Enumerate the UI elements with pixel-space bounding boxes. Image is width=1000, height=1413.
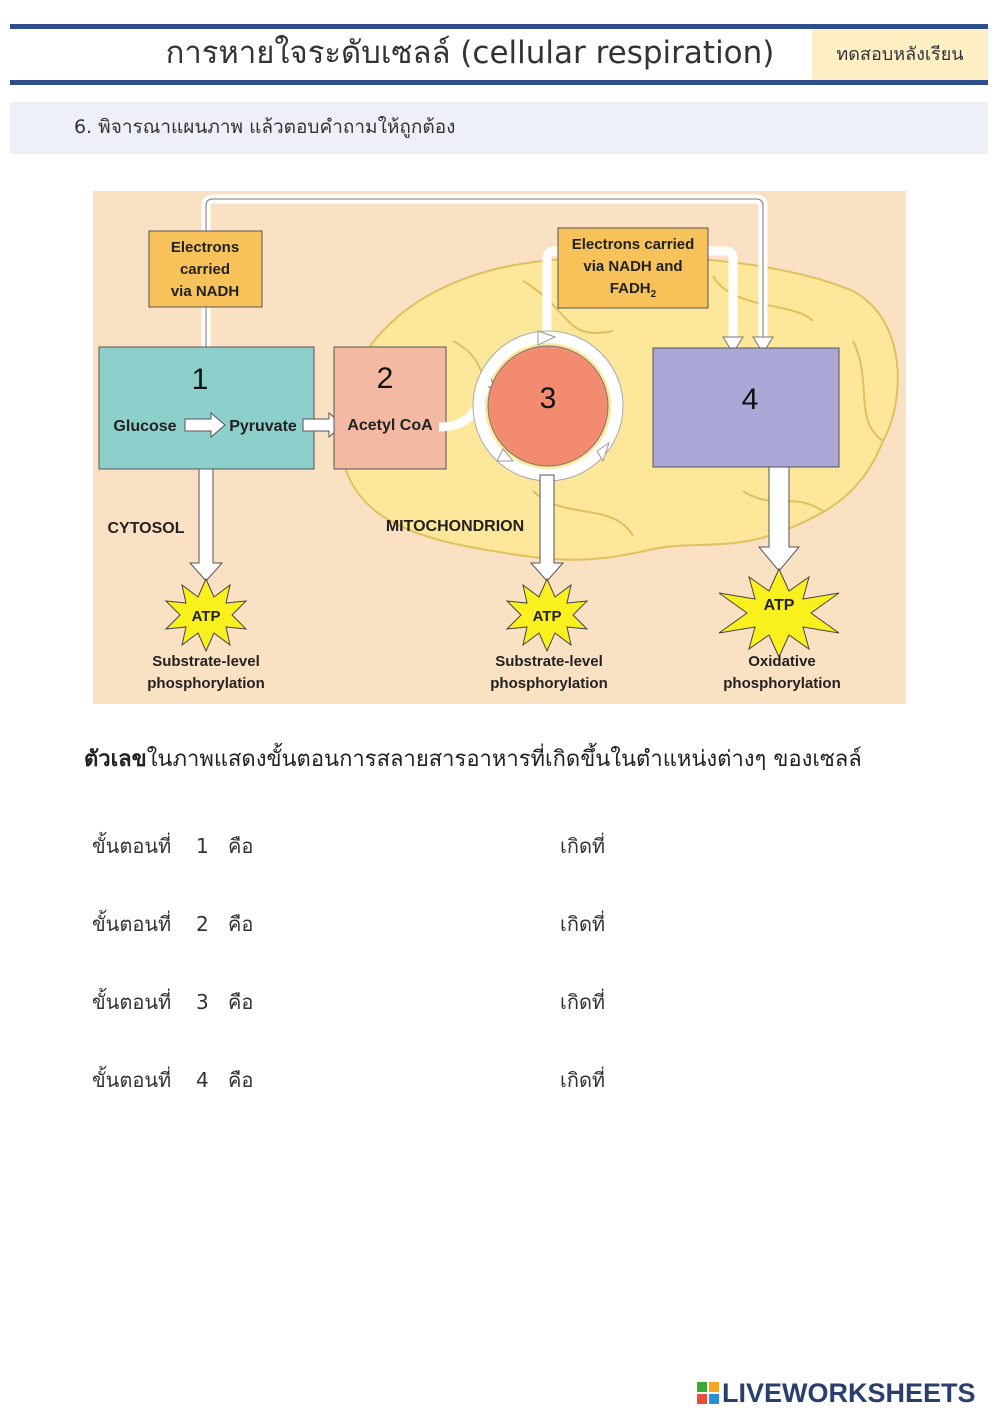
fadh-text: FADH: [610, 280, 651, 297]
status-badge: ทดสอบหลังเรียน: [812, 29, 988, 80]
glucose-label: Glucose: [113, 418, 176, 435]
step-label: ขั้นตอนที่: [92, 990, 172, 1014]
step-number: 4: [196, 1068, 209, 1092]
pyruvate-oxidation-box: [333, 346, 447, 470]
atp-label: ATP: [533, 608, 562, 625]
substrate-level-caption-2: phosphorylation: [490, 675, 608, 692]
page-title: การหายใจระดับเซลล์ (cellular respiration…: [165, 35, 775, 71]
step-location-label: เกิดที่: [560, 1068, 606, 1092]
step-number-2: 2: [377, 362, 394, 395]
electrons-nadh-label: carried: [180, 261, 230, 278]
question-text: 6. พิจารณาแผนภาพ แล้วตอบคำถามให้ถูกต้อง: [74, 116, 456, 138]
electrons-nadh-label: Electrons: [171, 239, 239, 256]
arrowhead: [722, 336, 744, 354]
substrate-level-caption-2: Substrate-level: [495, 653, 603, 670]
logo-text: LIVEWORKSHEETS: [722, 1377, 976, 1408]
step-number-3: 3: [540, 382, 557, 415]
electrons-nadh-fadh-box: [557, 227, 709, 309]
step-number: 3: [196, 990, 209, 1014]
substrate-level-caption-1: Substrate-level: [152, 653, 260, 670]
atp-label: ATP: [764, 597, 795, 614]
atp-output-arrow: [529, 474, 565, 582]
step-number-1: 1: [192, 363, 209, 396]
electrons-nadh-fadh-label: FADH2: [610, 280, 657, 300]
step-number: 1: [196, 834, 209, 858]
atp-star-3: ATP: [718, 567, 840, 659]
description-bold: ตัวเลข: [84, 747, 147, 772]
electrons-nadh-label: via NADH: [171, 283, 239, 300]
step-label: ขั้นตอนที่: [92, 1068, 172, 1092]
oxidative-caption: phosphorylation: [723, 675, 841, 692]
glycolysis-box: [98, 346, 315, 470]
header-top-rule: [10, 24, 988, 29]
cristae-line: [522, 280, 614, 334]
step-location-label: เกิดที่: [560, 834, 606, 858]
question-bar: [10, 102, 988, 154]
step-is-label: คือ: [228, 1068, 254, 1092]
electrons-nadh-fadh-label: Electrons carried: [572, 236, 695, 253]
step-is-label: คือ: [228, 834, 254, 858]
mitochondrion-label: MITOCHONDRION: [386, 518, 524, 535]
logo-icon: [697, 1382, 719, 1404]
liveworksheets-logo[interactable]: LIVEWORKSHEETS: [697, 1377, 976, 1409]
description-rest: ในภาพแสดงขั้นตอนการสลายสารอาหารที่เกิดขึ…: [146, 747, 862, 772]
pyruvate-label: Pyruvate: [229, 418, 297, 435]
electron-transport-box: [652, 347, 840, 468]
atp-star-2: ATP: [505, 577, 589, 653]
step-is-label: คือ: [228, 912, 254, 936]
cristae-line: [852, 340, 884, 442]
cellular-respiration-diagram: Electrons carried via NADH Electrons car…: [93, 191, 906, 704]
electron-transfer-arrow: [205, 198, 764, 351]
atp-output-arrow: [188, 468, 224, 582]
fadh-subscript: 2: [651, 289, 657, 300]
substrate-level-caption-1: phosphorylation: [147, 675, 265, 692]
glucose-pyruvate-arrow: [184, 411, 226, 439]
step-number: 2: [196, 912, 209, 936]
cycle-arrowhead: [596, 441, 610, 463]
krebs-cycle-circle: [487, 345, 609, 467]
acetyl-coa-label: Acetyl CoA: [347, 417, 433, 434]
arrowhead: [752, 336, 774, 354]
step-label: ขั้นตอนที่: [92, 912, 172, 936]
cycle-arrowhead: [496, 448, 515, 462]
description-text: ตัวเลขในภาพแสดงขั้นตอนการสลายสารอาหารที่…: [84, 742, 862, 778]
header-bottom-rule: [10, 80, 988, 85]
cytosol-label: CYTOSOL: [107, 520, 184, 537]
step-label: ขั้นตอนที่: [92, 834, 172, 858]
electrons-nadh-box: [148, 230, 263, 308]
cycle-arrowhead: [537, 330, 557, 346]
step-number-4: 4: [742, 383, 759, 416]
atp-star-1: ATP: [164, 577, 248, 653]
electrons-nadh-fadh-label: via NADH and: [583, 258, 682, 275]
step-is-label: คือ: [228, 990, 254, 1014]
step-location-label: เกิดที่: [560, 990, 606, 1014]
step-location-label: เกิดที่: [560, 912, 606, 936]
atp-output-arrow: [757, 466, 801, 572]
atp-label: ATP: [192, 608, 221, 625]
oxidative-caption: Oxidative: [748, 653, 816, 670]
